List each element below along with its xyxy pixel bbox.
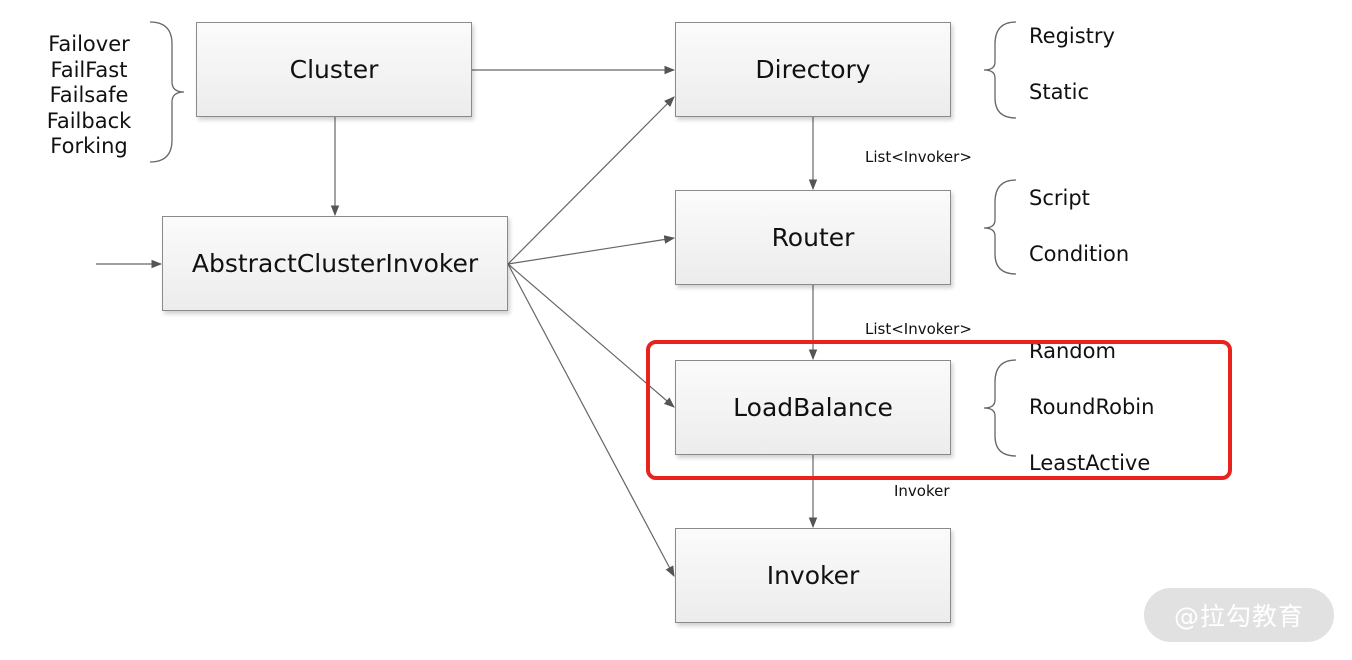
- brace-router-types: [983, 179, 1017, 275]
- router-type: Script: [1029, 186, 1090, 210]
- load-balance-node: LoadBalance: [675, 360, 951, 455]
- cluster-strategy-list: Failover FailFast Failsafe Failback Fork…: [30, 32, 148, 160]
- router-label: Router: [771, 223, 855, 252]
- cluster-strategy: Failsafe: [49, 83, 129, 107]
- cluster-strategy: Failover: [48, 32, 130, 56]
- directory-type: Registry: [1029, 24, 1115, 48]
- watermark-badge: @拉勾教育: [1144, 588, 1334, 642]
- brace-directory-types: [983, 21, 1017, 119]
- cluster-strategy: Failback: [46, 108, 132, 133]
- invoker-node: Invoker: [675, 528, 951, 623]
- router-node: Router: [675, 190, 951, 285]
- edge-label-directory-router: List<Invoker>: [865, 148, 972, 166]
- load-balance-type: RoundRobin: [1029, 395, 1155, 419]
- cluster-node: Cluster: [196, 22, 472, 117]
- load-balance-label: LoadBalance: [733, 393, 893, 422]
- arrow-aci-to-router: [507, 235, 676, 265]
- watermark-text: @拉勾教育: [1173, 602, 1304, 631]
- directory-label: Directory: [755, 55, 871, 84]
- invoker-label: Invoker: [766, 561, 860, 590]
- load-balance-highlight-box: [646, 340, 1232, 480]
- directory-type: Static: [1029, 80, 1090, 104]
- router-type: Condition: [1029, 242, 1130, 266]
- edge-label-router-loadbalance: List<Invoker>: [865, 320, 972, 338]
- arrow-aci-to-directory: [507, 96, 675, 265]
- load-balance-type: LeastActive: [1029, 451, 1151, 475]
- edge-label-loadbalance-invoker: Invoker: [894, 482, 950, 500]
- cluster-strategy: Forking: [50, 134, 128, 158]
- arrow-aci-to-invoker: [507, 263, 675, 577]
- abstract-cluster-invoker-label: AbstractClusterInvoker: [191, 249, 479, 278]
- brace-cluster-strategies: [149, 21, 185, 163]
- cluster-strategy: FailFast: [50, 57, 128, 82]
- brace-loadbalance-types: [983, 359, 1017, 457]
- cluster-label: Cluster: [289, 55, 379, 84]
- abstract-cluster-invoker-node: AbstractClusterInvoker: [162, 216, 508, 311]
- directory-node: Directory: [675, 22, 951, 117]
